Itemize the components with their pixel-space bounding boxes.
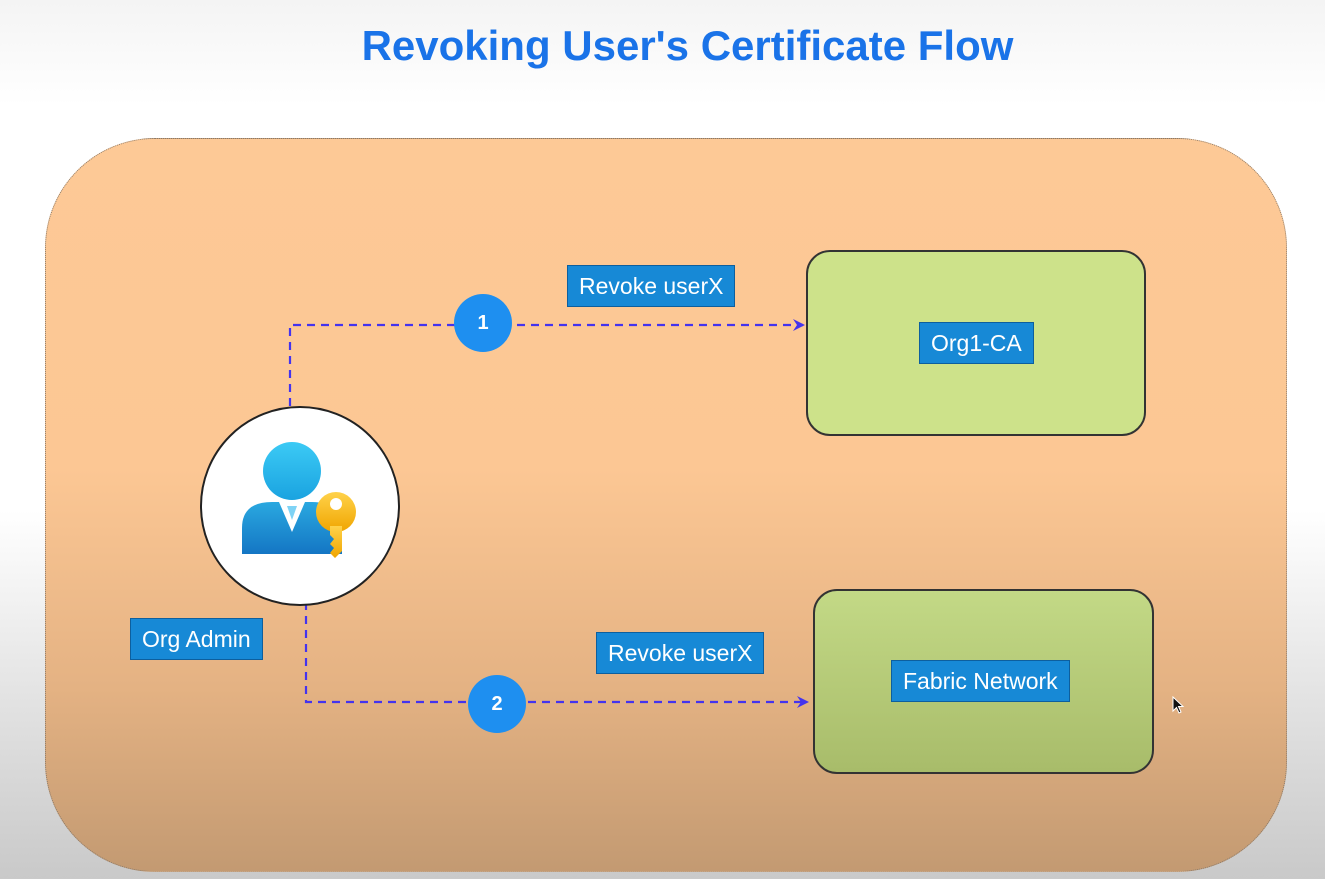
diagram-title: Revoking User's Certificate Flow bbox=[361, 22, 1014, 69]
edge-1-label: Revoke userX bbox=[567, 265, 736, 307]
step-1-badge: 1 bbox=[454, 294, 512, 352]
step-2-badge: 2 bbox=[468, 675, 526, 733]
fabric-network-label: Fabric Network bbox=[891, 660, 1070, 702]
edge-1-connector bbox=[288, 319, 805, 406]
mouse-pointer-icon bbox=[1172, 696, 1185, 714]
org1-ca-label: Org1-CA bbox=[919, 322, 1034, 364]
org-admin-node bbox=[200, 406, 400, 606]
org-admin-label: Org Admin bbox=[130, 618, 263, 660]
edge-2-label: Revoke userX bbox=[596, 632, 765, 674]
user-key-icon bbox=[242, 442, 356, 558]
edge-2-connector bbox=[304, 602, 809, 708]
